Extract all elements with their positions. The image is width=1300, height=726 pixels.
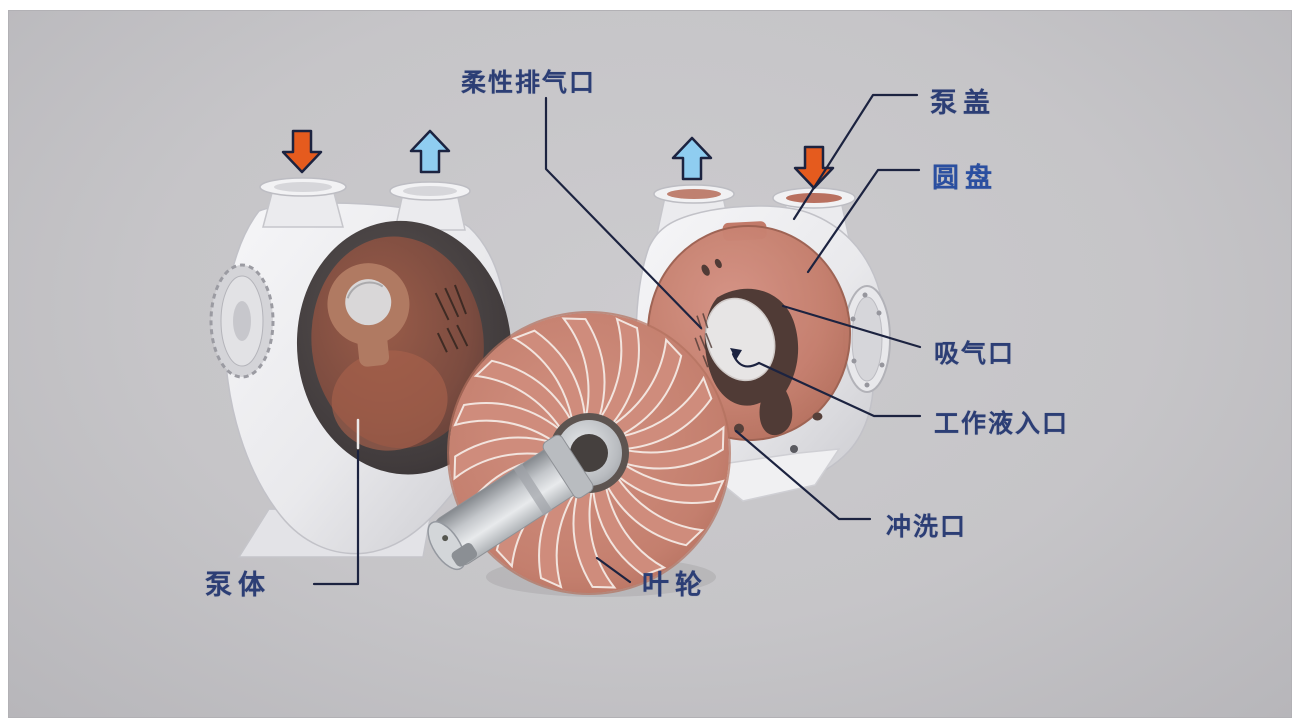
- leader-working-fluid-inlet: [757, 361, 922, 418]
- leader-disc: [806, 168, 921, 274]
- label-working-fluid-inlet: 工作液入口: [934, 411, 1070, 438]
- label-flush-port: 冲洗口: [886, 514, 968, 541]
- arrow-up-left-pump: [409, 129, 451, 174]
- arrow-down-left-pump: [281, 129, 323, 174]
- leader-pump-cover: [792, 93, 919, 221]
- arrow-down-right-pump: [793, 145, 835, 190]
- label-pump-body: 泵体: [205, 570, 271, 600]
- leader-flexible-exhaust-port: [544, 96, 703, 330]
- impeller-illustration: [427, 311, 731, 597]
- shaft-flange-illustration: [209, 263, 275, 379]
- label-disc: 圆盘: [932, 163, 998, 193]
- label-impeller: 叶轮: [642, 570, 708, 600]
- label-suction-port: 吸气口: [934, 341, 1016, 368]
- arrow-up-right-pump: [671, 136, 713, 181]
- casting-marks: [434, 284, 469, 353]
- leader-suction-port: [781, 304, 922, 349]
- diagram-canvas: 柔性排气口 泵盖 圆盘 吸气口 工作液入口 冲洗口 泵体 叶轮: [8, 10, 1292, 718]
- shaft-illustration: [427, 434, 594, 571]
- side-flange-illustration: [843, 285, 891, 393]
- pump-exploded-view-illustration: [209, 93, 922, 597]
- leader-pump-body: [312, 449, 360, 586]
- working-fluid-arrowhead: [730, 348, 742, 360]
- label-pump-cover: 泵盖: [930, 88, 996, 118]
- leader-flush-port: [734, 429, 872, 521]
- label-flexible-exhaust-port: 柔性排气口: [461, 70, 597, 97]
- leader-impeller: [595, 556, 632, 584]
